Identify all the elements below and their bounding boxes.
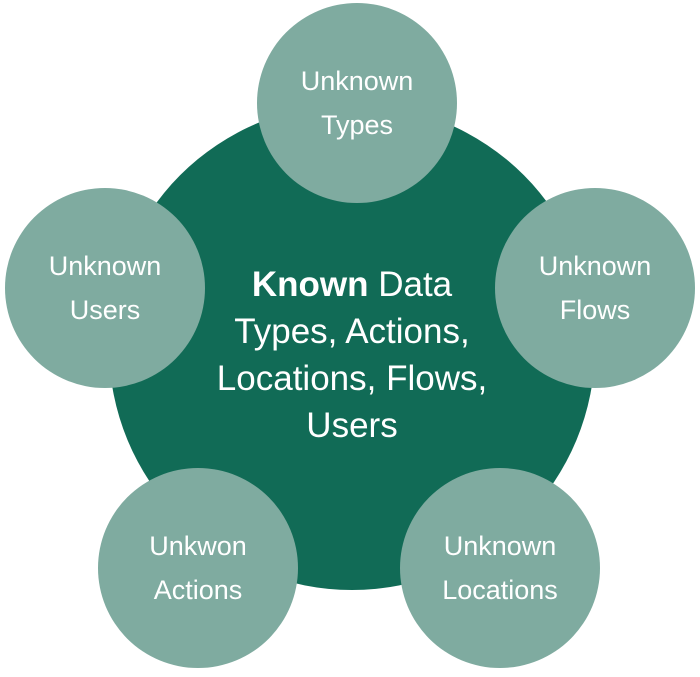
unknown-types-circle: Unknown Types [257, 3, 457, 203]
data-text: Data [378, 265, 453, 304]
known-data-label-line3: Locations, Flows, [216, 359, 488, 398]
known-bold-text: Known [251, 265, 369, 304]
unknown-users-label-line1: Unknown [48, 251, 162, 281]
unkwon-actions-label-line2: Actions [153, 575, 243, 605]
known-data-label: Known Data Types, Actions, Locations, Fl… [217, 261, 487, 449]
unknown-types-label-line2: Types [320, 110, 394, 140]
unknown-flows-label-line2: Flows [559, 295, 631, 325]
known-data-label-line4: Users [306, 406, 398, 445]
unkwon-actions-circle: Unkwon Actions [98, 468, 298, 668]
unknown-flows-label-line1: Unknown [538, 251, 652, 281]
known-data-label-line2: Types, Actions, [234, 312, 470, 351]
unkwon-actions-label-line1: Unkwon [149, 531, 247, 561]
unknown-users-circle: Unknown Users [5, 188, 205, 388]
unknown-types-label-line1: Unknown [300, 66, 414, 96]
unknown-locations-label-line2: Locations [442, 575, 558, 605]
known-data-label-line1: Known Data [217, 261, 487, 308]
unknown-locations-circle: Unknown Locations [400, 468, 600, 668]
unknown-flows-circle: Unknown Flows [495, 188, 695, 388]
unknown-locations-label-line1: Unknown [443, 531, 557, 561]
unknown-users-label-line2: Users [69, 295, 141, 325]
